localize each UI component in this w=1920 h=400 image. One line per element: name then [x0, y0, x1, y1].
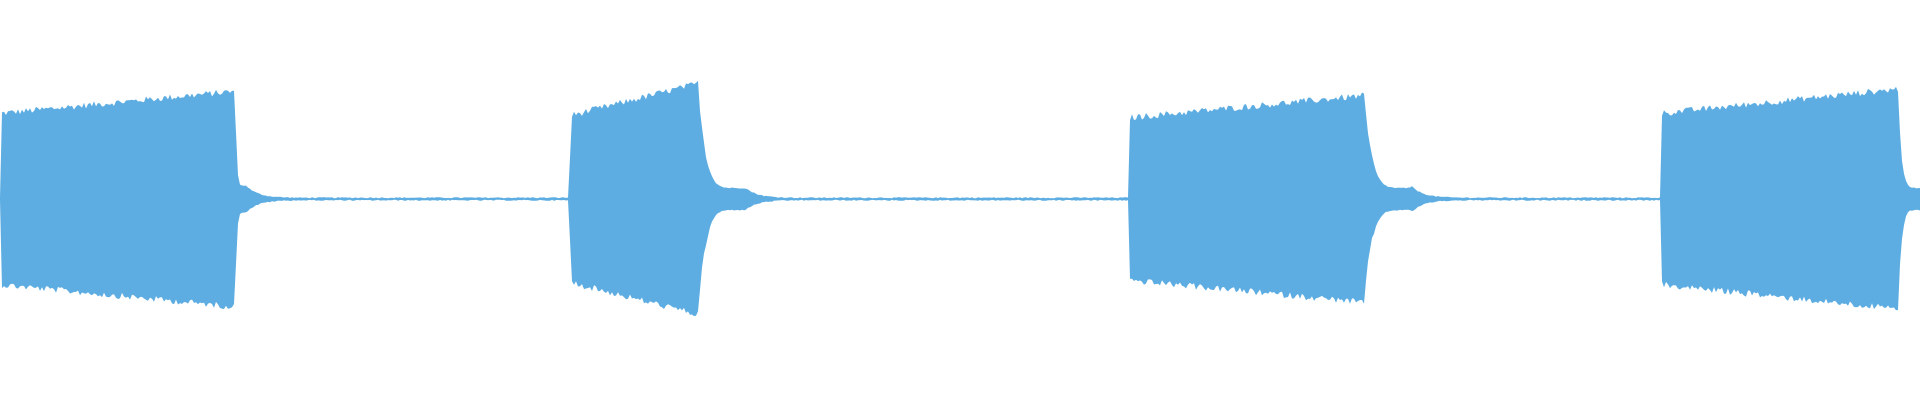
- waveform-envelope: [0, 80, 1920, 317]
